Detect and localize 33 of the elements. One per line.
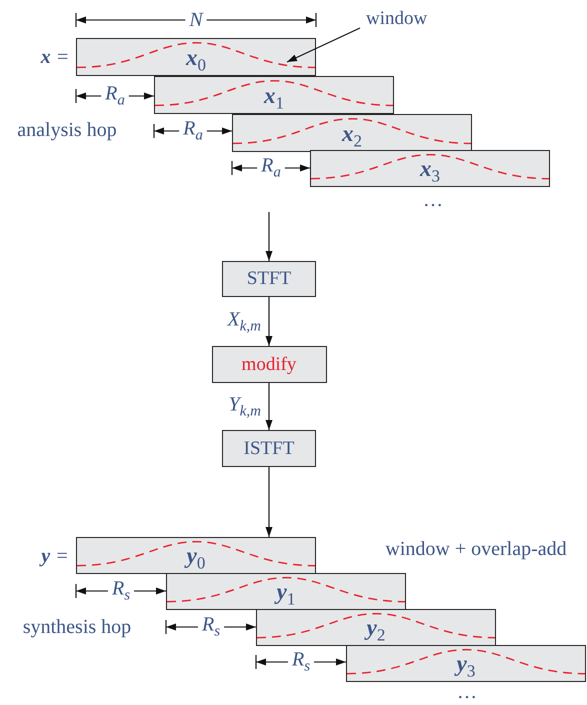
edge-label: Y$_{k,m}$ <box>228 394 261 419</box>
dimension-label: R$_{a}$ <box>105 84 125 108</box>
dimension-label: R$_{s}$ <box>112 578 130 604</box>
edge-label: X$_{k,m}$ <box>228 309 261 334</box>
ellipsis: … <box>423 190 443 210</box>
dimension-label: R$_{a}$ <box>261 156 281 180</box>
arrow <box>266 212 272 261</box>
dimension-label: R$_{s}$ <box>292 650 310 674</box>
signal-frame: y$_{3}$ <box>346 645 586 682</box>
equation-label: y = <box>41 546 69 566</box>
process-box: ISTFT <box>222 430 316 467</box>
signal-frame: y$_{2}$ <box>256 609 496 646</box>
signal-frame: x$_{1}$ <box>154 76 394 114</box>
caption-text: analysis hop <box>17 120 117 140</box>
process-box: STFT <box>222 261 316 297</box>
signal-frame: y$_{1}$ <box>166 573 406 610</box>
leader-line <box>286 28 360 62</box>
ellipsis: … <box>457 682 477 702</box>
signal-frame: y$_{0}$ <box>76 537 316 574</box>
dimension-label: R$_{s}$ <box>202 614 220 640</box>
signal-frame: x$_{2}$ <box>232 114 472 152</box>
process-box: modify <box>212 346 326 383</box>
signal-frame: x$_{0}$ <box>76 38 316 76</box>
arrow <box>266 467 272 537</box>
caption-text: window + overlap-add <box>385 539 567 559</box>
equation-label: x = <box>40 47 70 67</box>
arrow <box>266 297 272 346</box>
caption-text: synthesis hop <box>22 617 132 637</box>
signal-frame: x$_{3}$ <box>310 150 550 187</box>
arrow <box>266 383 272 430</box>
annotation-text: window <box>366 8 428 30</box>
dimension-label: N <box>189 10 203 30</box>
dimension-label: R$_{a}$ <box>183 118 203 144</box>
